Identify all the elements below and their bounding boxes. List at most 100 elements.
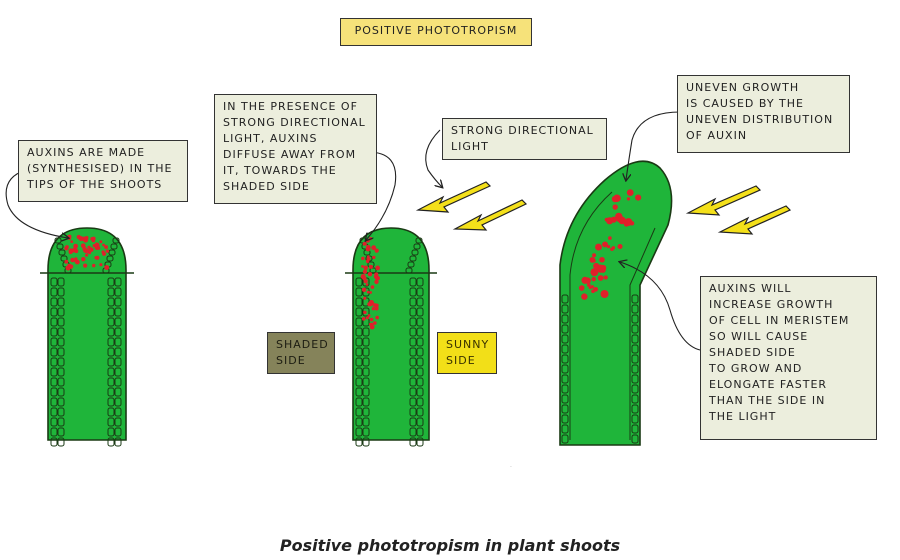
cell: [57, 437, 65, 447]
cell: [355, 427, 363, 437]
cell: [561, 384, 569, 394]
cell: [409, 337, 417, 347]
cell: [355, 307, 363, 317]
cell: [57, 287, 65, 297]
cell: [107, 317, 115, 327]
auxin-dot: [81, 256, 86, 262]
auxin-dot: [83, 263, 88, 268]
cell: [561, 364, 569, 374]
auxin-dot: [74, 259, 80, 265]
cell: [114, 357, 122, 367]
auxin-dot: [367, 272, 373, 277]
auxin-dot: [70, 257, 75, 263]
cell: [416, 277, 424, 287]
auxin-dot: [368, 264, 373, 269]
connectors: [5, 111, 701, 351]
auxin-dot: [595, 243, 602, 251]
cell: [50, 277, 58, 287]
auxin-dot: [374, 279, 379, 285]
cell: [114, 397, 122, 407]
auxin-dot: [362, 276, 367, 281]
auxin-dot: [370, 285, 375, 289]
auxin-dot: [626, 197, 631, 201]
auxin-dot: [74, 257, 78, 261]
auxin-dot: [372, 255, 376, 260]
cell: [114, 417, 122, 427]
cell: [57, 317, 65, 327]
cell: [413, 243, 421, 250]
cell: [107, 337, 115, 347]
cell: [114, 277, 122, 287]
cell: [50, 307, 58, 317]
cell: [50, 437, 58, 447]
title-box: POSITIVE PHOTOTROPISM: [340, 18, 532, 46]
cell: [114, 407, 122, 417]
cell: [416, 287, 424, 297]
cell: [409, 377, 417, 387]
cell: [107, 407, 115, 417]
cell: [57, 377, 65, 387]
cell: [415, 237, 423, 244]
cell: [106, 255, 114, 262]
cell: [416, 427, 424, 437]
auxin-dot: [361, 287, 367, 293]
auxin-dot: [102, 252, 106, 256]
note-uneven-growth: UNEVEN GROWTH IS CAUSED BY THE UNEVEN DI…: [677, 75, 850, 153]
auxin-dot: [371, 325, 375, 329]
cell: [407, 261, 415, 268]
shoot-2-cells: [355, 277, 424, 447]
auxin-dot: [361, 316, 366, 321]
auxin-dot: [369, 291, 373, 294]
cell: [561, 414, 569, 424]
cell: [631, 394, 639, 404]
cell: [355, 437, 363, 447]
cell: [409, 397, 417, 407]
connector-increase: [620, 262, 701, 351]
shaded-side-label: SHADED SIDE: [267, 332, 335, 374]
sunny-side-label: SUNNY SIDE: [437, 332, 497, 374]
cell: [631, 354, 639, 364]
cell: [409, 407, 417, 417]
cell: [355, 327, 363, 337]
cell: [114, 437, 122, 447]
cell: [416, 407, 424, 417]
cell: [50, 347, 58, 357]
auxin-dot: [581, 293, 588, 300]
auxin-dot: [363, 310, 367, 315]
auxin-dot: [608, 236, 612, 240]
cell: [362, 387, 370, 397]
cell: [416, 377, 424, 387]
cell: [50, 357, 58, 367]
connector-presence: [366, 151, 397, 240]
auxin-dot: [374, 272, 379, 277]
cell: [561, 374, 569, 384]
auxin-dot: [368, 302, 373, 307]
cell: [561, 324, 569, 334]
cell: [57, 307, 65, 317]
cell: [50, 427, 58, 437]
cell: [631, 434, 639, 444]
auxin-dot: [592, 258, 596, 263]
auxin-dot: [626, 189, 634, 197]
cell: [561, 354, 569, 364]
auxin-dot: [581, 276, 589, 284]
auxin-dot: [375, 265, 380, 271]
cell: [50, 377, 58, 387]
auxin-dot: [371, 245, 377, 251]
cell: [114, 287, 122, 297]
auxin-dot: [592, 253, 597, 258]
cell: [362, 417, 370, 427]
cell: [355, 387, 363, 397]
cell: [50, 327, 58, 337]
auxin-dot: [92, 263, 96, 268]
cell: [57, 327, 65, 337]
cell: [107, 307, 115, 317]
cell: [114, 327, 122, 337]
shoot-2: [345, 227, 437, 447]
cell: [561, 434, 569, 444]
cell: [416, 387, 424, 397]
auxin-dot: [70, 240, 74, 243]
auxin-dot: [368, 237, 373, 241]
auxin-dot: [363, 296, 367, 300]
auxin-dot: [67, 236, 72, 240]
